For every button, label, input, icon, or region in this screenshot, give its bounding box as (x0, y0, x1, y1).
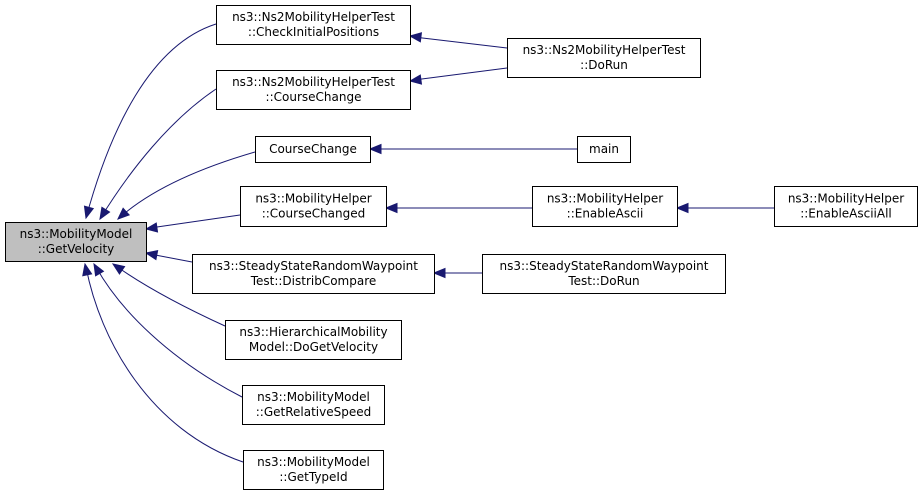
edge-get-relative-speed-to-root (93, 262, 243, 398)
node-ns2-course-change[interactable]: ns3::Ns2MobilityHelperTest::CourseChange (216, 70, 411, 110)
node-label-line: ns3::Ns2MobilityHelperTest (523, 43, 686, 57)
arrowhead-icon (368, 143, 382, 155)
node-label-line: ns3::MobilityHelper (255, 192, 371, 206)
node-get-type-id[interactable]: ns3::MobilityModel::GetTypeId (243, 450, 384, 490)
edge-layer (82, 23, 774, 463)
node-ssrw-distrib-compare[interactable]: ns3::SteadyStateRandomWaypointTest::Dist… (192, 254, 435, 294)
node-label-line: ns3::MobilityModel (257, 455, 370, 469)
edge-ssrw-distrib-compare-to-root (144, 250, 193, 263)
node-label-line: ::CourseChanged (262, 207, 366, 221)
arrowhead-icon (432, 267, 446, 279)
edge-hierarchical-do-get-velocity-to-root (111, 263, 226, 327)
edge-ns2-do-run-to-ns2-course-change (408, 67, 508, 85)
node-label-line: ns3::SteadyStateRandomWaypoint (209, 259, 418, 273)
arrowhead-icon (144, 222, 159, 233)
arrowhead-icon (117, 207, 131, 220)
edge-ns2-course-change-to-root (99, 88, 217, 221)
node-label-line: Model::DoGetVelocity (249, 340, 378, 354)
node-mobility-helper-course-changed[interactable]: ns3::MobilityHelper::CourseChanged (240, 186, 387, 227)
edge-ns2-do-run-to-ns2-check-initial-positions (408, 32, 508, 49)
node-box (5, 222, 147, 262)
node-box (216, 70, 411, 110)
edge-line (117, 151, 256, 220)
node-label-line: ns3::MobilityModel (257, 390, 370, 404)
node-box (240, 186, 387, 227)
node-label-line: ns3::HierarchicalMobility (239, 325, 387, 339)
edge-line (149, 214, 241, 229)
node-label-line: ::GetTypeId (279, 470, 347, 484)
edge-get-type-id-to-root (82, 262, 244, 463)
node-main[interactable]: main (577, 136, 631, 163)
edge-mobility-helper-course-changed-to-root (144, 214, 241, 233)
node-label-line: ns3::MobilityHelper (547, 192, 663, 206)
edge-mobility-helper-enable-ascii-all-to-mobility-helper-enable-ascii (675, 202, 774, 214)
node-label-line: ns3::Ns2MobilityHelperTest (232, 75, 395, 89)
edge-line (99, 88, 217, 220)
node-course-change[interactable]: CourseChange (255, 136, 371, 163)
arrowhead-icon (675, 202, 689, 214)
node-label-line: ::DoRun (580, 58, 628, 72)
node-box (192, 254, 435, 294)
node-label-line: ns3::Ns2MobilityHelperTest (232, 10, 395, 24)
node-label-line: ns3::MobilityHelper (788, 192, 904, 206)
edge-line (85, 23, 217, 219)
node-label-line: ::EnableAscii (567, 207, 644, 221)
arrowhead-icon (408, 32, 423, 43)
node-box (482, 254, 726, 294)
node-root[interactable]: ns3::MobilityModel::GetVelocity (5, 222, 147, 262)
edge-line (85, 266, 244, 463)
node-label-line: main (589, 142, 619, 156)
node-box (243, 450, 384, 490)
node-box (242, 385, 385, 425)
node-mobility-helper-enable-ascii-all[interactable]: ns3::MobilityHelper::EnableAsciiAll (774, 186, 918, 227)
arrowhead-icon (99, 206, 111, 221)
arrowhead-icon (83, 205, 95, 220)
node-ns2-do-run[interactable]: ns3::Ns2MobilityHelperTest::DoRun (507, 38, 701, 78)
node-label-line: ::CourseChange (266, 90, 362, 104)
arrowhead-icon (144, 250, 159, 261)
arrowhead-icon (111, 263, 126, 275)
edge-line (115, 265, 226, 327)
node-label-line: ::GetRelativeSpeed (256, 405, 371, 419)
edge-ns2-check-initial-positions-to-root (83, 23, 217, 220)
node-box (255, 136, 371, 163)
node-label-line: Test::DistribCompare (250, 274, 377, 288)
node-box (507, 38, 701, 78)
edge-main-to-course-change (368, 143, 577, 155)
node-ssrw-do-run[interactable]: ns3::SteadyStateRandomWaypointTest::DoRu… (482, 254, 726, 294)
edge-course-change-to-root (117, 151, 256, 220)
node-box (774, 186, 918, 227)
node-label-line: ns3::SteadyStateRandomWaypoint (500, 259, 709, 273)
edge-mobility-helper-enable-ascii-to-mobility-helper-course-changed (384, 202, 532, 214)
edge-line (95, 266, 243, 398)
node-label-line: Test::DoRun (567, 274, 639, 288)
node-ns2-check-initial-positions[interactable]: ns3::Ns2MobilityHelperTest::CheckInitial… (216, 5, 411, 45)
node-label-line: ns3::MobilityModel (20, 227, 133, 241)
node-label-line: ::CheckInitialPositions (248, 25, 379, 39)
node-hierarchical-do-get-velocity[interactable]: ns3::HierarchicalMobilityModel::DoGetVel… (225, 320, 402, 360)
edge-line (413, 36, 508, 49)
node-label-line: ::EnableAsciiAll (800, 207, 892, 221)
edge-line (413, 67, 508, 81)
arrowhead-icon (408, 74, 423, 85)
node-box (532, 186, 678, 227)
node-label-line: ::GetVelocity (38, 242, 115, 256)
arrowhead-icon (93, 262, 105, 277)
node-mobility-helper-enable-ascii[interactable]: ns3::MobilityHelper::EnableAscii (532, 186, 678, 227)
arrowhead-icon (384, 202, 398, 214)
node-box (577, 136, 631, 163)
node-label-line: CourseChange (269, 142, 357, 156)
node-get-relative-speed[interactable]: ns3::MobilityModel::GetRelativeSpeed (242, 385, 385, 425)
node-box (225, 320, 402, 360)
edge-ssrw-do-run-to-ssrw-distrib-compare (432, 267, 482, 279)
node-layer: ns3::MobilityModel::GetVelocity ns3::Ns2M… (5, 5, 918, 490)
node-box (216, 5, 411, 45)
arrowhead-icon (82, 262, 93, 277)
